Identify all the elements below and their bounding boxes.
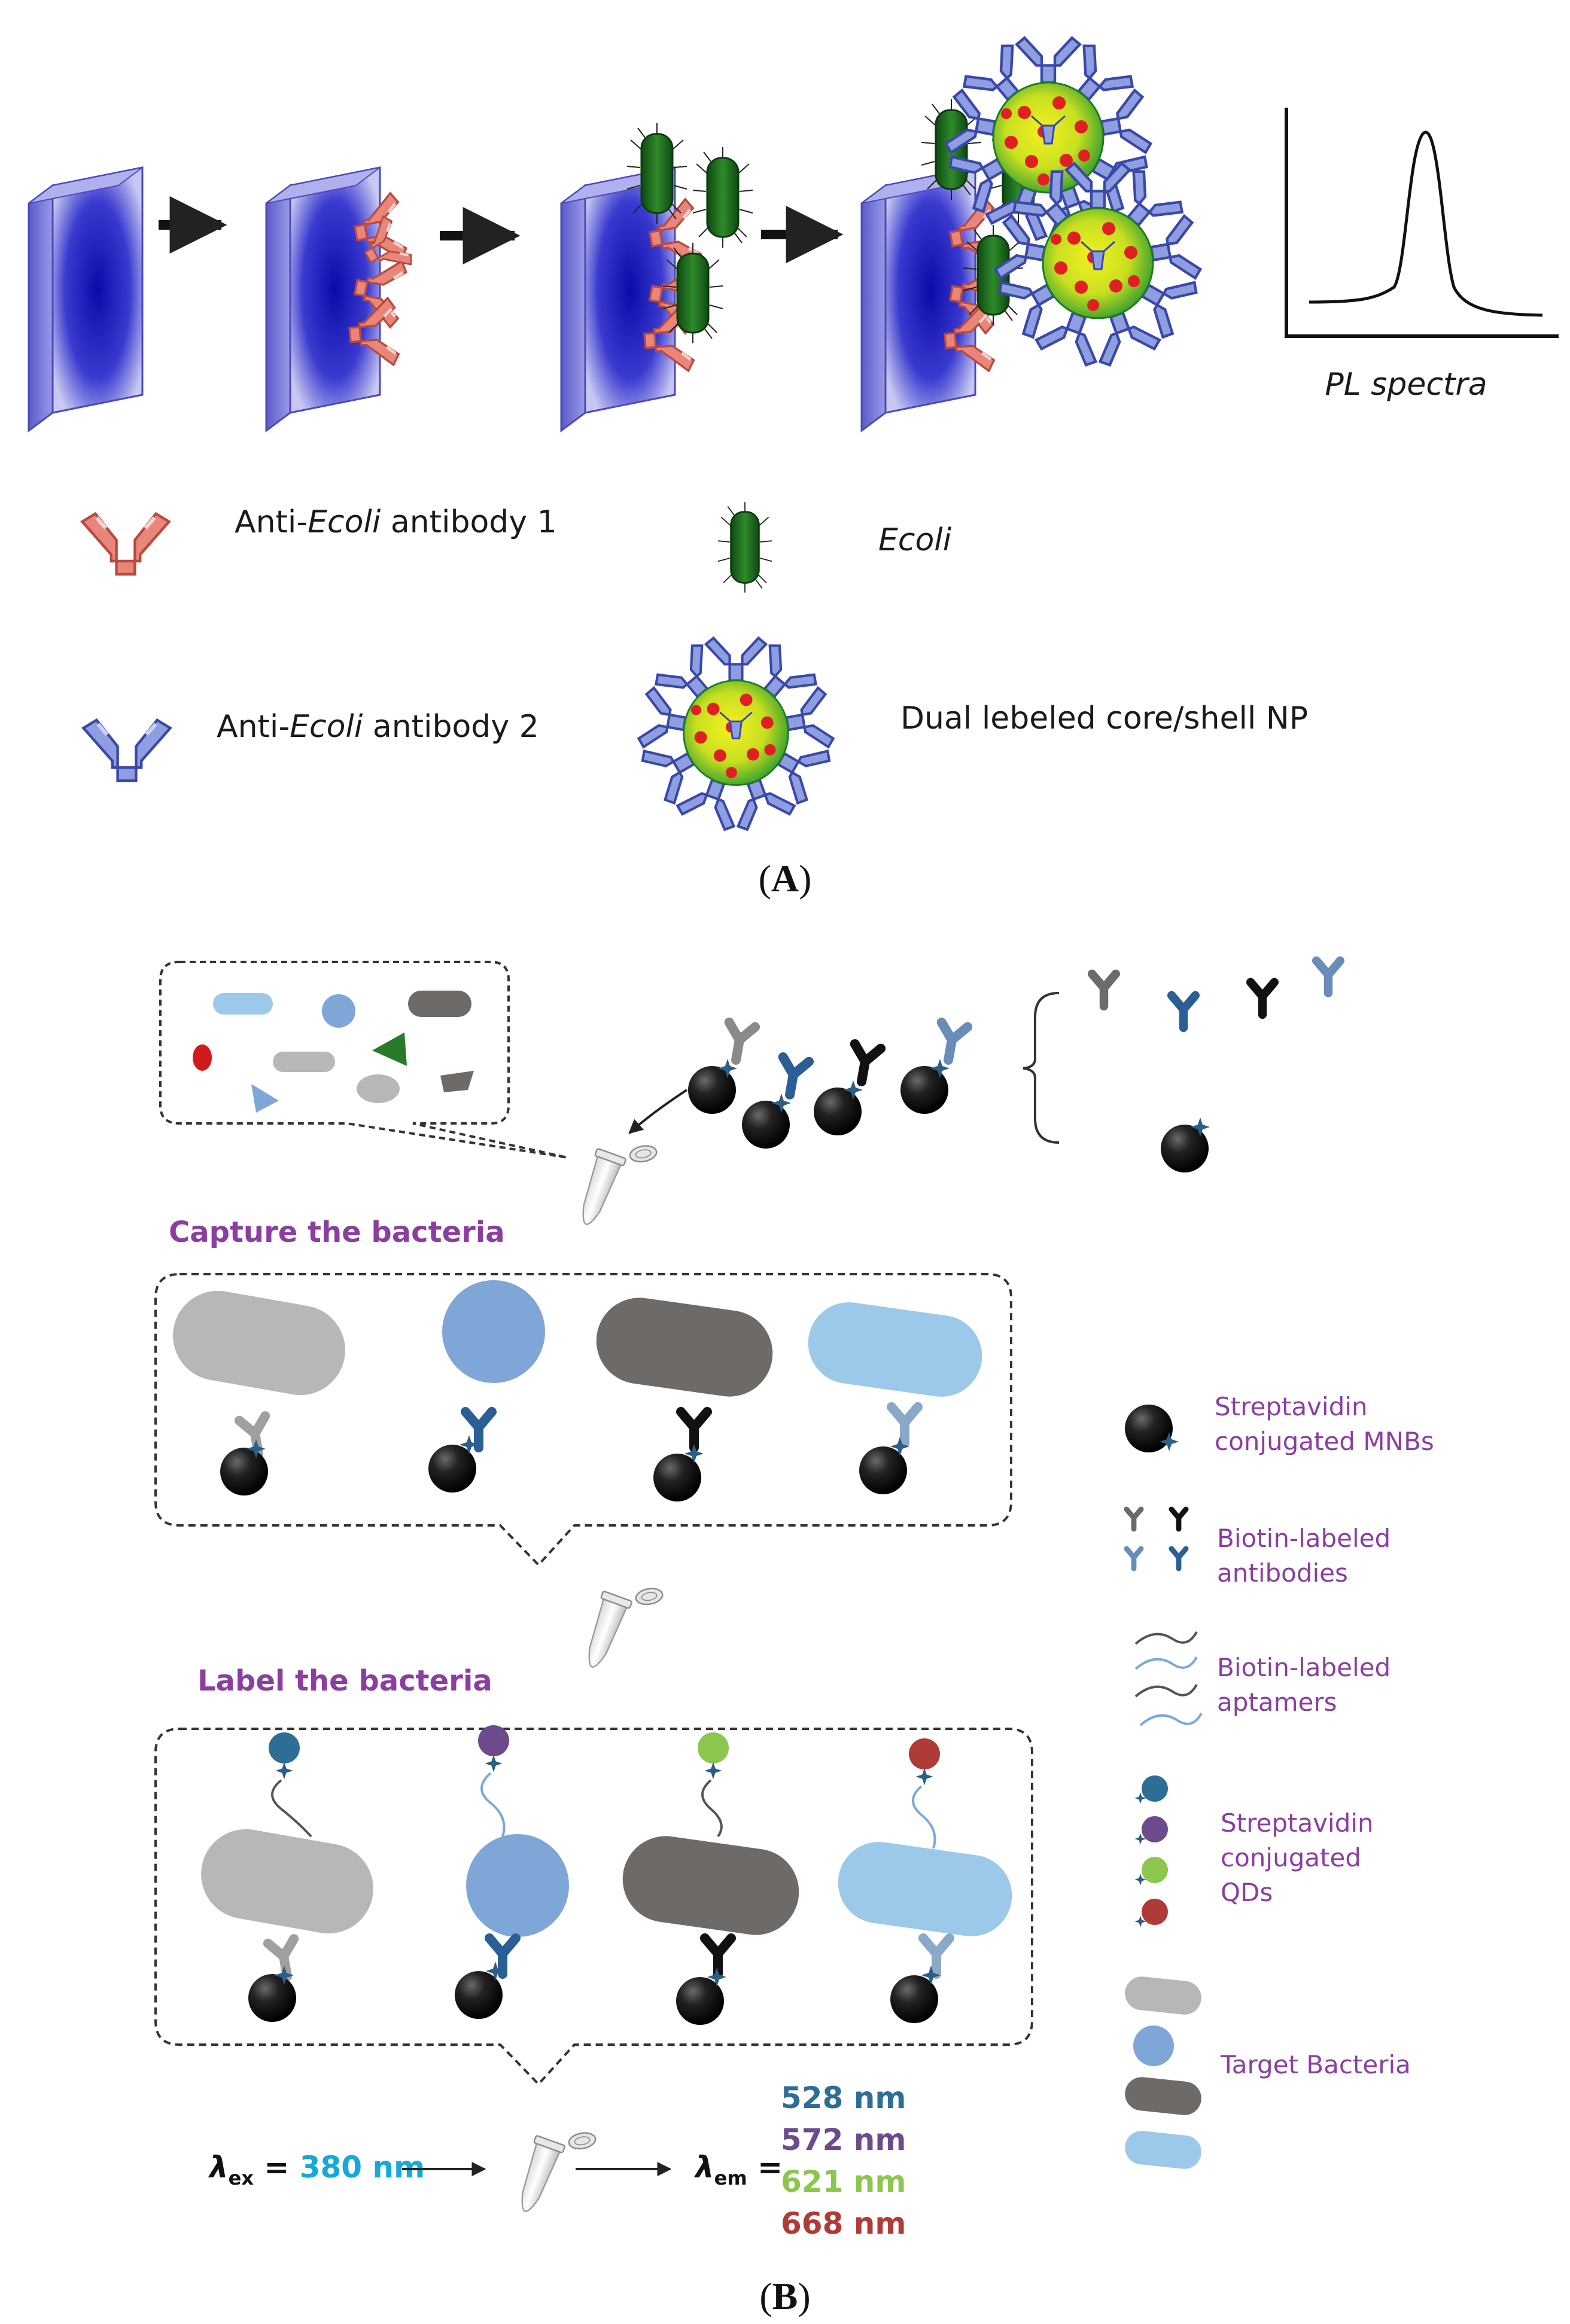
ecoli-icon	[717, 501, 773, 593]
chip-with-bacteria	[560, 122, 754, 432]
aptamers-icon	[1134, 1631, 1203, 1726]
emission-value: 572 nm	[781, 2122, 906, 2157]
label-title: Label the bacteria	[197, 1664, 492, 1698]
target-bacteria-icon	[1125, 1976, 1201, 2169]
emission-value: 528 nm	[781, 2081, 906, 2115]
emission-values: 528 nm 572 nm 621 nm 668 nm	[781, 2081, 906, 2241]
tube-icon	[577, 1567, 670, 1683]
legend-antibody-1: Anti-Ecoli antibody 1	[235, 504, 557, 540]
legend-antibody-2: Anti-Ecoli antibody 2	[217, 709, 539, 745]
legend-target-bacteria: Target Bacteria	[1220, 2050, 1411, 2079]
capture-title: Capture the bacteria	[169, 1216, 505, 1249]
antibody-1-icon	[82, 514, 169, 574]
label-box	[154, 1725, 1033, 2086]
panel-b: Capture the bacteria Label the bacteria	[154, 961, 1434, 2317]
legend-ecoli: Ecoli	[878, 522, 952, 558]
free-antibodies	[1092, 961, 1340, 1172]
spectrum-label: PL spectra	[1325, 367, 1487, 403]
panel-a-legend: Anti-Ecoli antibody 1 Ecoli Anti-Ecoli a…	[82, 501, 1308, 833]
mnb-icon	[1125, 1405, 1179, 1452]
antibody-2-icon	[83, 720, 170, 781]
sample-bubble	[159, 961, 568, 1159]
panel-a: PL spectra Anti-Ecoli antibody 1 Ecoli A…	[28, 38, 1559, 900]
chip-bare	[28, 166, 144, 432]
pl-spectrum: PL spectra	[1285, 108, 1559, 403]
excitation-emission: λex = 380 nm λem = 528 nm 572 nm 621 nm 668…	[208, 2081, 906, 2241]
chip-with-antibody	[265, 166, 415, 432]
chip-with-nanoparticles	[860, 38, 1201, 432]
tube-icon	[571, 1125, 664, 1241]
capture-box	[154, 1273, 1012, 1567]
nanoparticle-icon	[637, 638, 835, 833]
bracket-icon	[1023, 992, 1060, 1144]
emission-value: 621 nm	[781, 2164, 906, 2199]
panel-a-label: (A)	[759, 857, 812, 900]
curved-arrow-icon	[628, 1089, 688, 1134]
emission-label: λem =	[693, 2150, 783, 2189]
excitation-label: λex = 380 nm	[208, 2150, 425, 2189]
panel-b-label: (B)	[759, 2275, 810, 2317]
emission-value: 668 nm	[781, 2206, 906, 2241]
bead-antibody-set	[688, 1022, 967, 1149]
legend-nanoparticle: Dual lebeled core/shell NP	[900, 700, 1308, 736]
antibodies-icon	[1127, 1509, 1186, 1568]
qds-icon	[1134, 1775, 1168, 1927]
